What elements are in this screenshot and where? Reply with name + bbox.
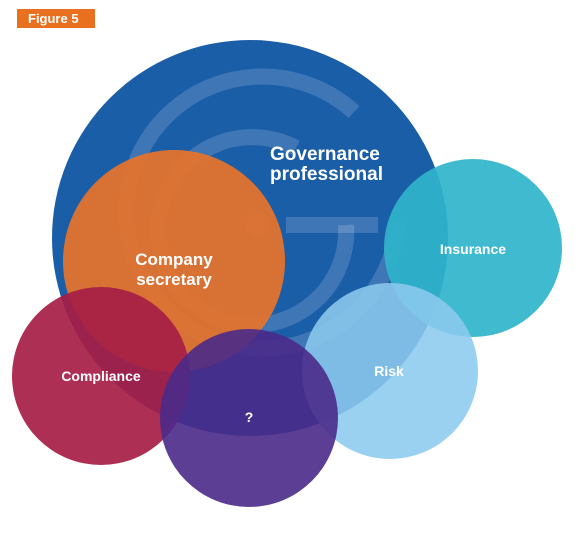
governance-label-line1: Governance xyxy=(270,144,380,165)
insurance-label: Insurance xyxy=(440,241,506,257)
company-secretary-label-line1: Company xyxy=(135,250,213,269)
g-logo-bar xyxy=(286,217,378,233)
risk-label: Risk xyxy=(374,363,404,379)
unknown-label: ? xyxy=(245,409,254,425)
figure-badge: Figure 5 xyxy=(17,9,95,28)
governance-label-line2: professional xyxy=(270,164,383,185)
company-secretary-label-line2: secretary xyxy=(136,270,212,289)
circle-risk xyxy=(302,283,478,459)
circle-unknown xyxy=(160,329,338,507)
compliance-label: Compliance xyxy=(61,368,141,384)
figure-label: Figure 5 xyxy=(28,11,79,26)
circle-compliance xyxy=(12,287,190,465)
